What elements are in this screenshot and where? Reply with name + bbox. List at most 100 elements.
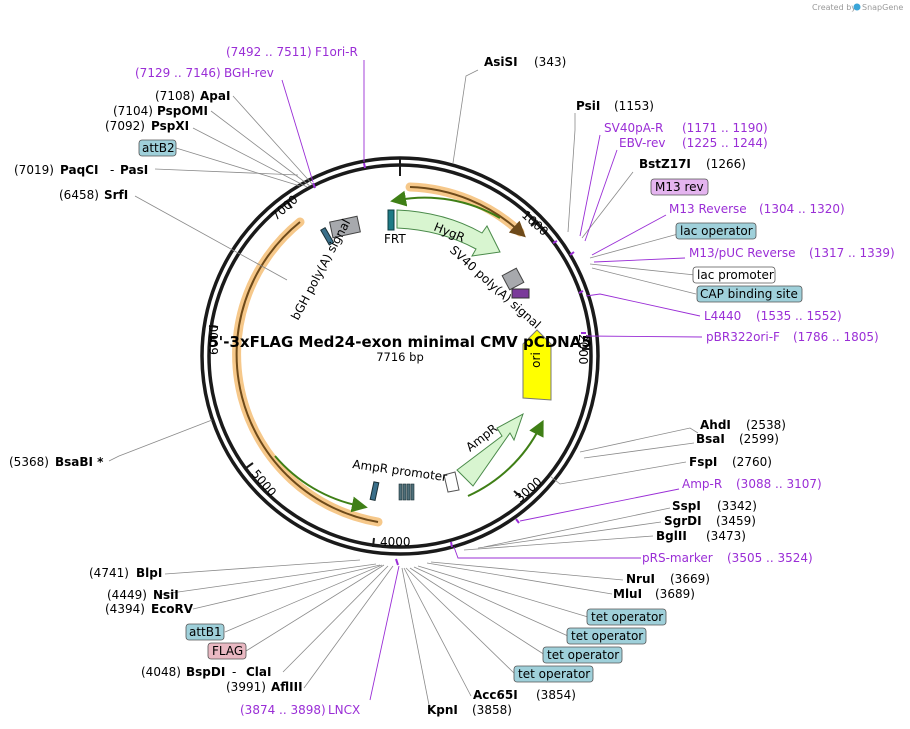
svg-text:BstZ17I: BstZ17I bbox=[639, 157, 691, 171]
enzyme-blpi[interactable]: (4741)BlpI bbox=[89, 566, 162, 580]
svg-text:lac promoter: lac promoter bbox=[697, 268, 774, 282]
box-attb1[interactable]: attB1 bbox=[185, 623, 225, 641]
box-tet-operator-4[interactable]: tet operator bbox=[513, 665, 594, 683]
svg-text:PsiI: PsiI bbox=[576, 99, 600, 113]
tick-6000 bbox=[208, 325, 219, 328]
box-m13-rev[interactable]: M13 rev bbox=[650, 178, 709, 196]
enzyme-ecorv[interactable]: (4394)EcoRV bbox=[105, 602, 194, 616]
enzyme-sgrdi[interactable]: SgrDI(3459) bbox=[664, 514, 756, 528]
ampr-feature bbox=[456, 412, 524, 487]
enzyme-nrui[interactable]: NruI(3669) bbox=[626, 572, 710, 586]
enzyme-srfi[interactable]: (6458)SrfI bbox=[59, 188, 128, 202]
box-lac-promoter[interactable]: lac promoter bbox=[692, 266, 776, 284]
svg-text:(7492 .. 7511): (7492 .. 7511) bbox=[226, 45, 312, 59]
box-lac-operator[interactable]: lac operator bbox=[675, 222, 757, 240]
enzyme-pspomi[interactable]: (7104) PspOMI bbox=[113, 104, 208, 118]
enzyme-bstz17i[interactable]: BstZ17I(1266) bbox=[639, 157, 746, 171]
primer-l4440[interactable]: L4440(1535 .. 1552) bbox=[704, 309, 842, 323]
tick-4000 bbox=[372, 537, 375, 548]
attb2-mark bbox=[320, 227, 335, 246]
svg-text:AhdI: AhdI bbox=[700, 418, 731, 432]
primer-marks bbox=[312, 162, 586, 566]
primer-m13-puc-reverse[interactable]: M13/pUC Reverse(1317 .. 1339) bbox=[689, 246, 895, 260]
svg-text:(1153): (1153) bbox=[614, 99, 654, 113]
enzyme-afliii[interactable]: (3991)AflIII bbox=[226, 680, 303, 694]
tick-label-6000: 6000 bbox=[207, 324, 221, 355]
enzyme-apai[interactable]: (7108)ApaI bbox=[155, 89, 230, 103]
primer-sv40pa-r[interactable]: SV40pA-R (1171 .. 1190) bbox=[604, 121, 768, 135]
svg-text:BspDI: BspDI bbox=[186, 665, 225, 679]
hygr-feature bbox=[396, 209, 501, 257]
primer-ebv-rev[interactable]: EBV-rev(1225 .. 1244) bbox=[619, 136, 768, 150]
primer-pbr322ori-f[interactable]: pBR322ori-F(1786 .. 1805) bbox=[706, 330, 879, 344]
enzyme-bglii[interactable]: BglII(3473) bbox=[656, 529, 746, 543]
enzyme-mlui[interactable]: MluI(3689) bbox=[613, 587, 695, 601]
svg-text:tet operator: tet operator bbox=[518, 667, 590, 681]
svg-text:F1ori-R: F1ori-R bbox=[315, 45, 358, 59]
box-attb2[interactable]: attB2 bbox=[138, 139, 177, 157]
svg-text:SV40pA-R: SV40pA-R bbox=[604, 121, 663, 135]
enzyme-asisi[interactable]: AsiSI (343) bbox=[484, 55, 566, 69]
svg-text:(7104): (7104) bbox=[113, 104, 153, 118]
primer-prs-marker[interactable]: pRS-marker(3505 .. 3524) bbox=[642, 551, 813, 565]
primer-lncx[interactable]: (3874 .. 3898)LNCX bbox=[240, 703, 360, 717]
svg-text:(7092): (7092) bbox=[105, 119, 145, 133]
svg-text:PspOMI: PspOMI bbox=[157, 104, 208, 118]
frt-feature bbox=[387, 209, 395, 231]
box-flag[interactable]: FLAG bbox=[207, 642, 247, 660]
svg-text:(343): (343) bbox=[534, 55, 566, 69]
orf-arrow-top bbox=[409, 186, 526, 238]
enzyme-bspdi-clai[interactable]: (4048)BspDI-ClaI bbox=[141, 665, 271, 679]
svg-text:MluI: MluI bbox=[613, 587, 642, 601]
enzyme-paqci-pasi[interactable]: (7019)PaqCI-PasI bbox=[14, 163, 148, 177]
primer-bgh-rev[interactable]: (7129 .. 7146)BGH-rev bbox=[135, 66, 274, 80]
ampr-promoter-label: AmpR promoter bbox=[352, 457, 448, 484]
svg-text:FspI: FspI bbox=[689, 455, 717, 469]
svg-text:(3874 .. 3898): (3874 .. 3898) bbox=[240, 703, 326, 717]
svg-text:SspI: SspI bbox=[672, 499, 701, 513]
svg-text:(7129 .. 7146): (7129 .. 7146) bbox=[135, 66, 221, 80]
ori-feature bbox=[522, 329, 552, 401]
enzyme-bsabi[interactable]: (5368)BsaBI * bbox=[9, 455, 104, 469]
ampr-promoter-feature bbox=[443, 471, 460, 493]
primer-m13-reverse[interactable]: M13 Reverse(1304 .. 1320) bbox=[669, 202, 845, 216]
enzyme-labels: AsiSI (343) PsiI (1153) BstZ17I(1266) AhdI… bbox=[9, 55, 786, 717]
enzyme-pspxi[interactable]: (7092)PspXI bbox=[105, 119, 189, 133]
feature-green-arrows bbox=[274, 190, 544, 513]
svg-text:(4449): (4449) bbox=[107, 588, 147, 602]
svg-text:pBR322ori-F: pBR322ori-F bbox=[706, 330, 780, 344]
enzyme-fspi[interactable]: FspI(2760) bbox=[689, 455, 772, 469]
enzyme-psii[interactable]: PsiI (1153) bbox=[576, 99, 654, 113]
svg-text:tet operator: tet operator bbox=[571, 629, 643, 643]
svg-text:PaqCI: PaqCI bbox=[60, 163, 98, 177]
enzyme-bsai[interactable]: BsaI(2599) bbox=[696, 432, 779, 446]
svg-text:lac operator: lac operator bbox=[680, 224, 753, 238]
svg-text:AsiSI: AsiSI bbox=[484, 55, 518, 69]
tick-7000 bbox=[285, 200, 293, 209]
plasmid-length: 7716 bp bbox=[376, 350, 424, 364]
svg-text:LNCX: LNCX bbox=[328, 703, 360, 717]
box-tet-operator-1[interactable]: tet operator bbox=[586, 608, 667, 626]
enzyme-ahdi[interactable]: AhdI(2538) bbox=[700, 418, 786, 432]
orf-arrow-left bbox=[235, 221, 379, 523]
svg-text:ApaI: ApaI bbox=[200, 89, 230, 103]
box-tet-operator-2[interactable]: tet operator bbox=[566, 627, 647, 645]
enzyme-nsii[interactable]: (4449)NsiI bbox=[107, 588, 179, 602]
primer-labels: (7492 .. 7511)F1ori-R (7129 .. 7146)BGH-… bbox=[135, 45, 895, 717]
svg-text:L4440: L4440 bbox=[704, 309, 741, 323]
svg-text:(3669): (3669) bbox=[670, 572, 710, 586]
enzyme-sspi[interactable]: SspI(3342) bbox=[672, 499, 757, 513]
enzyme-kpni[interactable]: KpnI(3858) bbox=[427, 703, 512, 717]
svg-text:(3088 .. 3107): (3088 .. 3107) bbox=[736, 477, 822, 491]
primer-f1ori-r[interactable]: (7492 .. 7511)F1ori-R bbox=[226, 45, 358, 59]
left-green-arrow bbox=[274, 455, 368, 513]
primer-amp-r[interactable]: Amp-R(3088 .. 3107) bbox=[682, 477, 822, 491]
box-tet-operator-3[interactable]: tet operator bbox=[542, 646, 623, 664]
hygr-green-arrow bbox=[390, 190, 501, 219]
enzyme-acc65i[interactable]: Acc65I(3854) bbox=[473, 688, 576, 702]
svg-text:(1171 .. 1190): (1171 .. 1190) bbox=[682, 121, 768, 135]
tick-1000 bbox=[530, 220, 539, 227]
svg-text:PasI: PasI bbox=[120, 163, 148, 177]
box-cap-binding-site[interactable]: CAP binding site bbox=[696, 285, 803, 303]
